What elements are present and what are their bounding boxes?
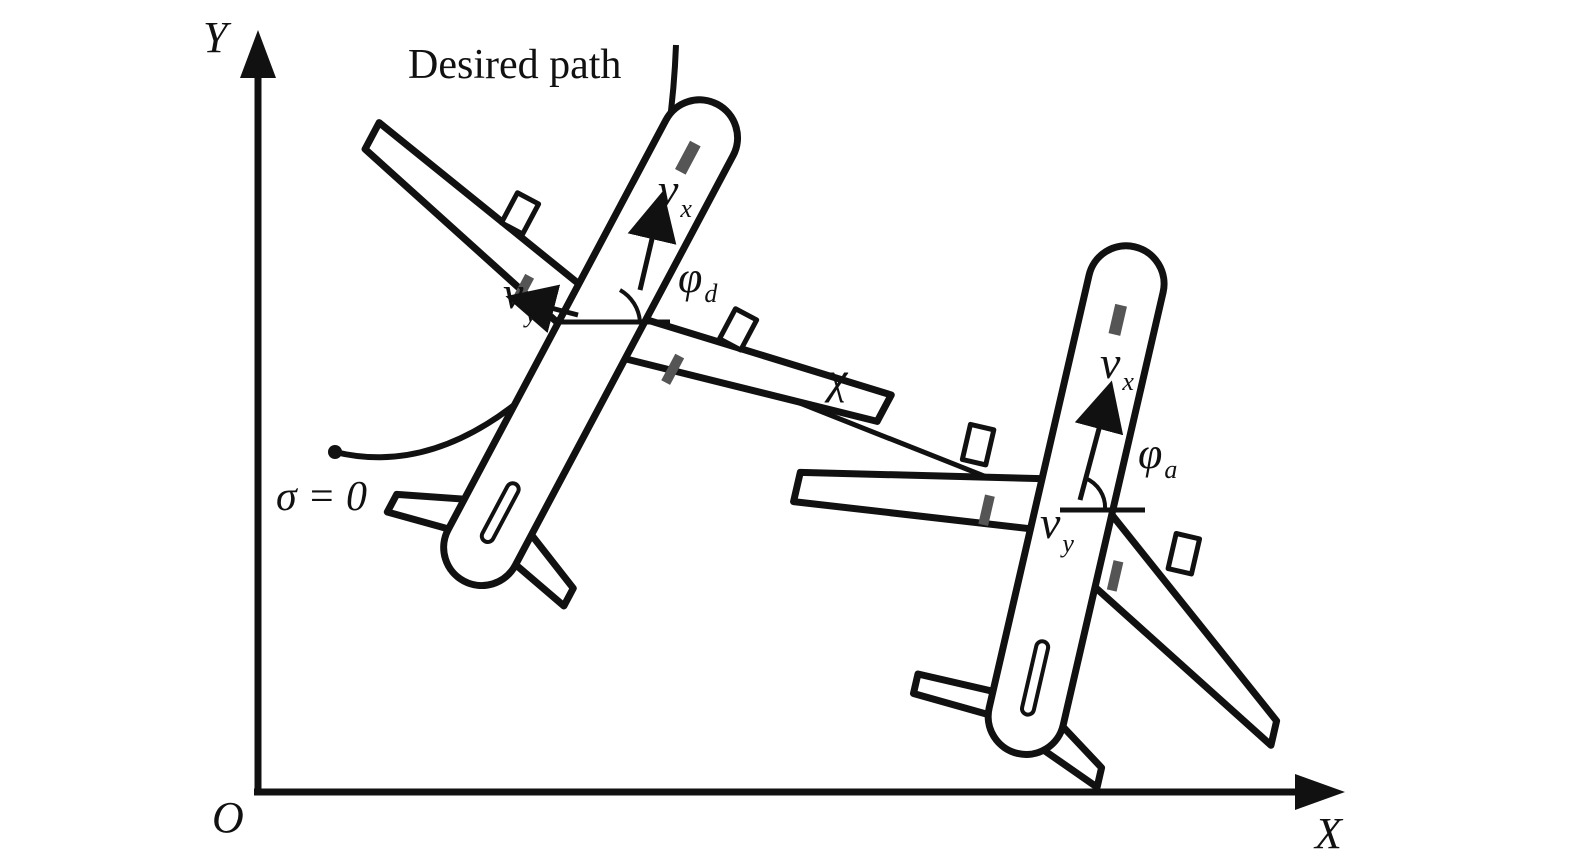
y-axis-arrow-icon (240, 30, 276, 78)
origin-label: O (212, 793, 244, 842)
desired-phi-arc (618, 288, 642, 323)
desired-vx-label: vx (658, 164, 692, 223)
sigma-zero-label: σ = 0 (276, 474, 367, 520)
desired-path-label: Desired path (408, 42, 621, 88)
x-axis-label: X (1313, 809, 1344, 858)
actual-phi-label: φa (1138, 429, 1177, 484)
y-axis-label: Y (203, 13, 232, 62)
actual-tail (909, 670, 1106, 791)
aircraft-actual-icon (790, 242, 1281, 791)
desired-phi-label: φd (678, 253, 718, 308)
actual-vx-label: vx (1100, 337, 1134, 396)
desired-tail (383, 490, 577, 610)
x-axis-arrow-icon (1295, 774, 1345, 810)
actual-phi-subscript: a (1164, 455, 1177, 484)
desired-vx-subscript: x (679, 194, 692, 223)
desired-vy-arrow (505, 284, 579, 333)
desired-phi-subscript: d (704, 279, 718, 308)
actual-phi-symbol: φ (1138, 429, 1162, 478)
actual-phi-arc (1084, 476, 1108, 511)
desired-vy-symbol: v (503, 267, 524, 318)
desired-vx-symbol: v (658, 164, 679, 215)
desired-phi-symbol: φ (678, 253, 702, 302)
actual-vy-label: vy (1040, 497, 1074, 558)
actual-vy-subscript: y (1059, 529, 1074, 558)
actual-vx-arrow (1074, 380, 1124, 501)
aircraft-desired-icon (361, 96, 895, 610)
axes (254, 72, 1305, 796)
sigma-zero-point (328, 445, 342, 459)
actual-vx-symbol: v (1100, 337, 1121, 388)
actual-vy-symbol: v (1040, 497, 1061, 548)
desired-vy-label: vy (503, 267, 537, 328)
desired-vx-arrow (627, 190, 677, 291)
desired-vy-subscript: y (522, 299, 537, 328)
actual-vx-subscript: x (1121, 367, 1134, 396)
chi-label: χ (824, 354, 849, 403)
